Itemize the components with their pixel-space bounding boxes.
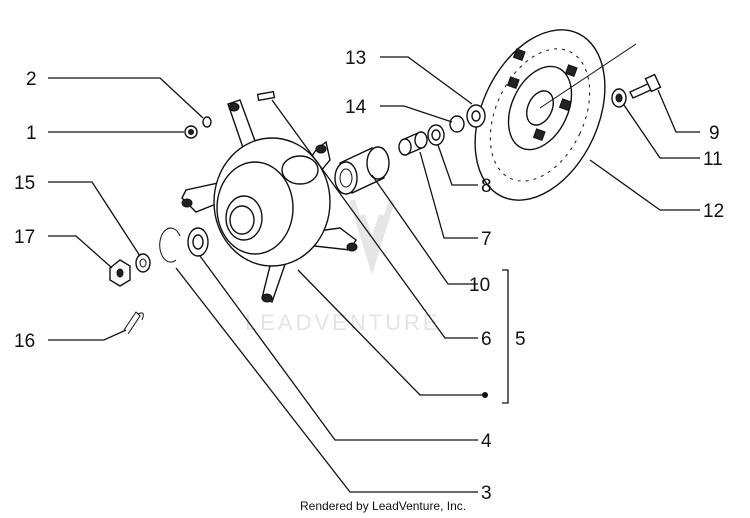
- callout-11: 11: [703, 149, 723, 170]
- callout-13: 13: [345, 48, 366, 69]
- leader-16: [48, 329, 127, 341]
- stud-6: [256, 90, 276, 102]
- callout-7: 7: [481, 229, 492, 250]
- spacer-7: [398, 131, 428, 156]
- callout-5: 5: [515, 329, 526, 350]
- callout-1: 1: [26, 123, 37, 144]
- callout-17: 17: [14, 227, 35, 248]
- leader-3: [175, 267, 478, 493]
- cotter-pin-16: [123, 311, 144, 335]
- washer-13: [466, 104, 486, 128]
- leader-lines: [48, 56, 700, 493]
- castle-nut-17: [109, 259, 131, 287]
- leader-10: [371, 174, 478, 285]
- callout-14: 14: [345, 97, 367, 118]
- leader-4: [199, 255, 478, 441]
- nut-1: [184, 125, 198, 139]
- watermark-logo: [349, 199, 395, 276]
- callout-6: 6: [481, 329, 492, 350]
- leader-6: [271, 99, 478, 339]
- watermark-text: LEADVENTURE: [245, 310, 441, 335]
- wheel-hub: [181, 99, 358, 303]
- leader-13: [380, 56, 473, 105]
- bearing-10: [334, 146, 390, 195]
- callout-2: 2: [26, 69, 37, 90]
- callout-labels: 1 2 15 17 16 13 14 8 7 10 6 5 4 3 9 11 1…: [14, 48, 724, 504]
- leader-11: [623, 104, 700, 159]
- leader-15: [48, 181, 141, 257]
- leader-12: [589, 159, 700, 211]
- leader-5-hub: [297, 269, 484, 396]
- brake-disc: [474, 29, 637, 201]
- callout-16: 16: [14, 331, 35, 352]
- leader-2: [48, 77, 204, 119]
- circlip-3: [159, 227, 181, 263]
- leader-5-dot: [482, 392, 488, 398]
- callout-9: 9: [709, 123, 720, 144]
- circlip-14: [449, 115, 465, 133]
- leader-17: [48, 235, 113, 269]
- leader-9: [657, 89, 700, 133]
- callout-12: 12: [703, 201, 724, 222]
- callout-4: 4: [481, 431, 492, 452]
- washer-15: [135, 253, 151, 273]
- callout-15: 15: [14, 173, 35, 194]
- callout-10: 10: [469, 275, 490, 296]
- leader-8: [437, 144, 478, 186]
- disc-washer: [611, 88, 627, 108]
- bearing-4: [187, 227, 209, 257]
- leader-5-bracket: [502, 269, 509, 404]
- callout-8: 8: [481, 176, 492, 197]
- leader-14: [380, 105, 453, 123]
- leader-7: [419, 151, 478, 239]
- washer-2: [202, 116, 212, 128]
- disc-bolt: [629, 73, 662, 99]
- footer-credit: Rendered by LeadVenture, Inc.: [300, 499, 466, 513]
- callout-3: 3: [481, 483, 492, 504]
- seal-8: [427, 124, 445, 146]
